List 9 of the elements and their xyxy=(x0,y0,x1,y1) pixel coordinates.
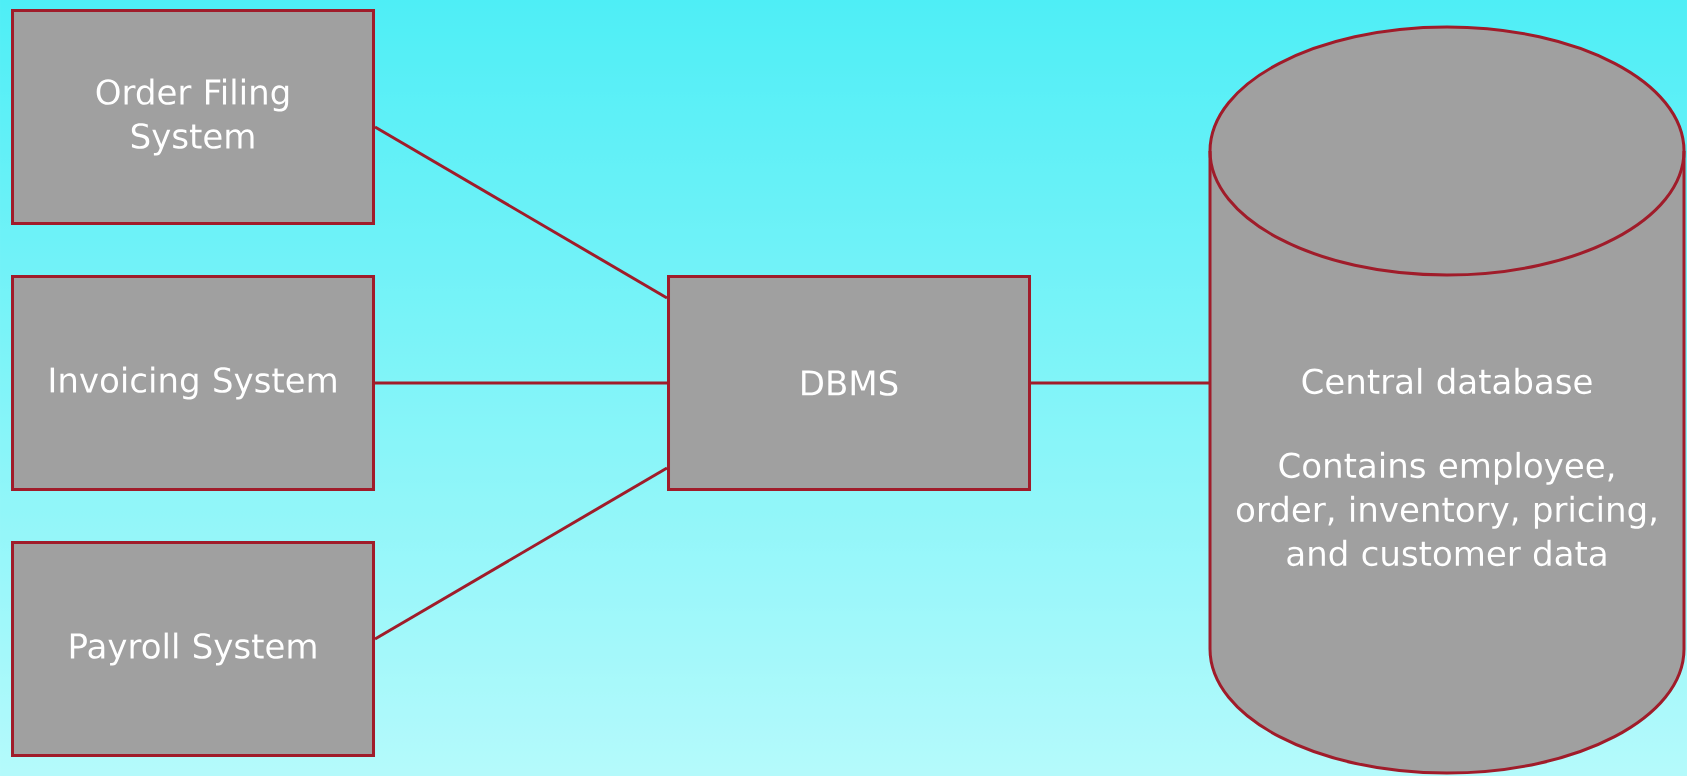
dbms-box: DBMS xyxy=(667,275,1031,491)
connector-line xyxy=(374,125,668,300)
connector-line xyxy=(1031,381,1210,385)
database-cylinder: Central database Contains employee, order, inventory, pricing, and customer data xyxy=(1208,25,1686,775)
system-box: Payroll System xyxy=(11,541,375,757)
connector-line xyxy=(374,466,668,641)
system-box: Invoicing System xyxy=(11,275,375,491)
connector-line xyxy=(375,381,667,385)
system-box: Order Filing System xyxy=(11,9,375,225)
